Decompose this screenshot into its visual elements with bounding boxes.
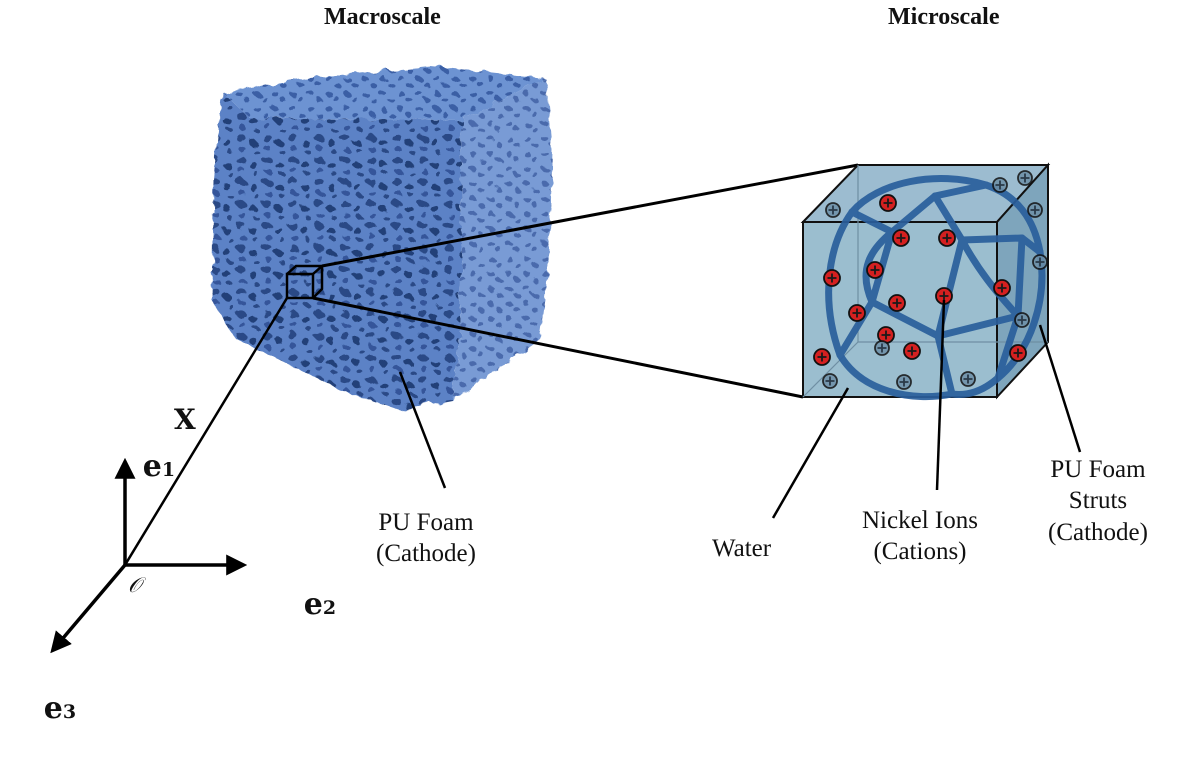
nickel-ions-label: Nickel Ions (Cations) [862, 507, 978, 566]
background-ion-icon [1017, 170, 1033, 186]
foam-cube-left-face [212, 92, 462, 410]
nickel-cation-icon [903, 342, 921, 360]
foam-cube-right-face [452, 78, 552, 400]
background-ion-icon [822, 373, 838, 389]
diagram-canvas: Macroscale Microscale PU Foam (Cathode) … [44, 4, 1148, 726]
zoom-lines [312, 163, 859, 399]
e1-axis-label: e1 [101, 410, 175, 523]
e1-subscript: 1 [161, 458, 176, 481]
nickel-cation-icon [993, 279, 1011, 297]
nickel-pointer [935, 299, 946, 491]
origin-label: 𝒪 [128, 573, 142, 597]
foam-cube-macro [212, 66, 552, 410]
diagram-svg [50, 66, 1082, 654]
background-ion-icon [896, 374, 912, 390]
microscale-title: Microscale [888, 4, 1000, 30]
e3-axis-arrow [50, 563, 127, 654]
background-ion-icon [992, 177, 1008, 193]
nickel-cation-icon [866, 261, 884, 279]
background-ion-icon [960, 371, 976, 387]
e2-subscript: 2 [322, 596, 337, 619]
e1-base: e [142, 448, 162, 484]
e2-axis-label: e2 [262, 548, 336, 661]
foam-cube-top-face [222, 66, 545, 120]
pu-foam-cathode-label: PU Foam (Cathode) [376, 509, 476, 568]
ions-layer [813, 170, 1048, 390]
macroscale-title: Macroscale [324, 4, 441, 30]
water-pointer [771, 387, 850, 519]
nickel-cation-icon [888, 294, 906, 312]
nickel-cation-icon [892, 229, 910, 247]
struts-pointer [1038, 324, 1082, 453]
position-vector-label: X [174, 403, 196, 436]
water-label: Water [712, 535, 772, 562]
background-ion-icon [1014, 312, 1030, 328]
nickel-cation-icon [813, 348, 831, 366]
nickel-cation-icon [938, 229, 956, 247]
foam-macro-pointer [398, 371, 447, 489]
nickel-cation-icon [848, 304, 866, 322]
e2-base: e [303, 586, 323, 622]
nickel-cation-icon [879, 194, 897, 212]
e3-subscript: 3 [62, 700, 77, 723]
background-ion-icon [1027, 202, 1043, 218]
coordinate-axes [50, 297, 289, 654]
background-ion-icon [874, 340, 890, 356]
background-ion-icon [825, 202, 841, 218]
background-ion-icon [1032, 254, 1048, 270]
label-pointers [398, 299, 1082, 519]
pu-foam-struts-label: PU Foam Struts (Cathode) [1048, 456, 1148, 546]
nickel-cation-icon [1009, 344, 1027, 362]
position-vector-line [123, 297, 289, 566]
e3-base: e [43, 690, 63, 726]
nickel-cation-icon [823, 269, 841, 287]
e3-axis-label: e3 [2, 652, 76, 765]
